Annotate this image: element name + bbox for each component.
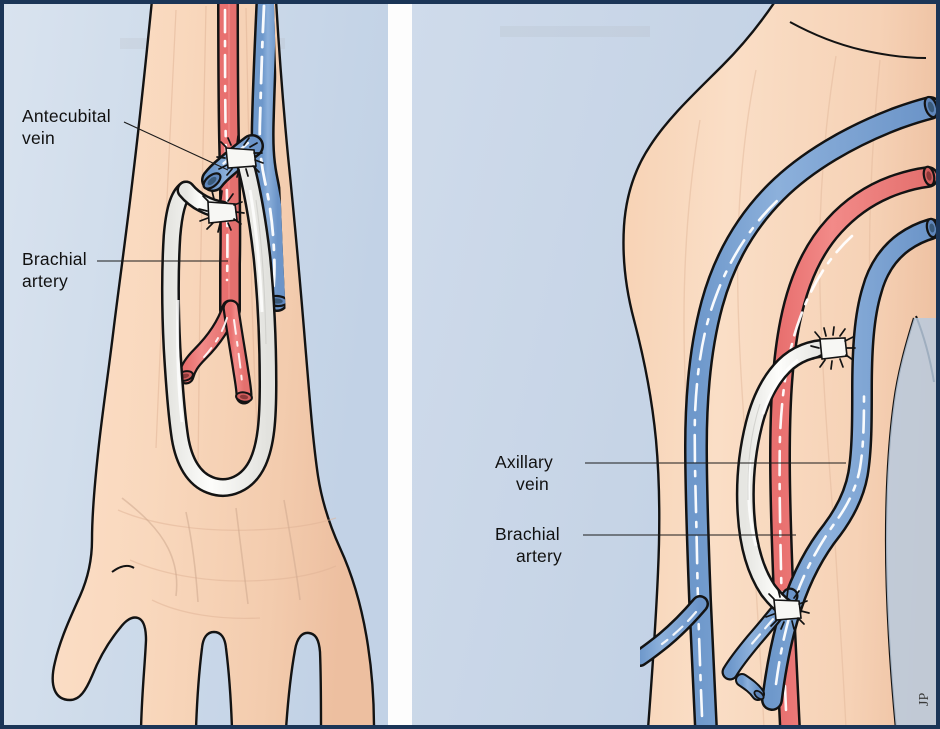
- forearm-vessel-group: [161, 4, 290, 497]
- label-antecubital-vein: Antecubital vein: [22, 106, 229, 171]
- upperarm-vessel-group: [640, 95, 936, 725]
- label-brachial-artery-left: Brachial artery: [22, 249, 228, 291]
- upperarm-panel: JP: [412, 4, 936, 725]
- label-brachial-artery-right-line1: Brachial: [495, 524, 560, 544]
- vein-branch-lower-left: [640, 595, 709, 667]
- loop-graft: [161, 148, 278, 497]
- label-brachial-artery-right-line2: artery: [516, 546, 562, 566]
- axilla-shadow-wedge: [886, 318, 936, 725]
- venous-anastomosis: [216, 135, 264, 178]
- label-brachial-artery-left-line1: Brachial: [22, 249, 87, 269]
- curved-graft: [735, 338, 838, 618]
- label-antecubital-vein-line2: vein: [22, 128, 55, 148]
- venous-anastomosis-2: [810, 326, 856, 370]
- forearm-panel: [4, 4, 388, 725]
- background-ghost-text-2: [500, 26, 650, 37]
- arterial-anastomosis-2: [765, 588, 810, 630]
- label-axillary-vein-line1: Axillary: [495, 452, 553, 472]
- label-antecubital-vein-line1: Antecubital: [22, 106, 111, 126]
- label-brachial-artery-right: Brachial artery: [495, 524, 796, 566]
- hand-tendon-lines: [121, 497, 301, 605]
- label-brachial-artery-left-line2: artery: [22, 271, 68, 291]
- label-axillary-vein-line2: vein: [516, 474, 549, 494]
- label-axillary-vein: Axillary vein: [495, 452, 846, 494]
- artist-signature: JP: [917, 693, 932, 706]
- page-gutter: [388, 4, 412, 725]
- vein-stump-bottom: [735, 673, 765, 701]
- forearm-skin: [51, 4, 376, 725]
- shoulder-contour: [789, 21, 927, 59]
- arterial-anastomosis: [198, 190, 245, 233]
- thumb-crease: [111, 564, 135, 573]
- leader-line-antecubital-vein: [123, 121, 229, 171]
